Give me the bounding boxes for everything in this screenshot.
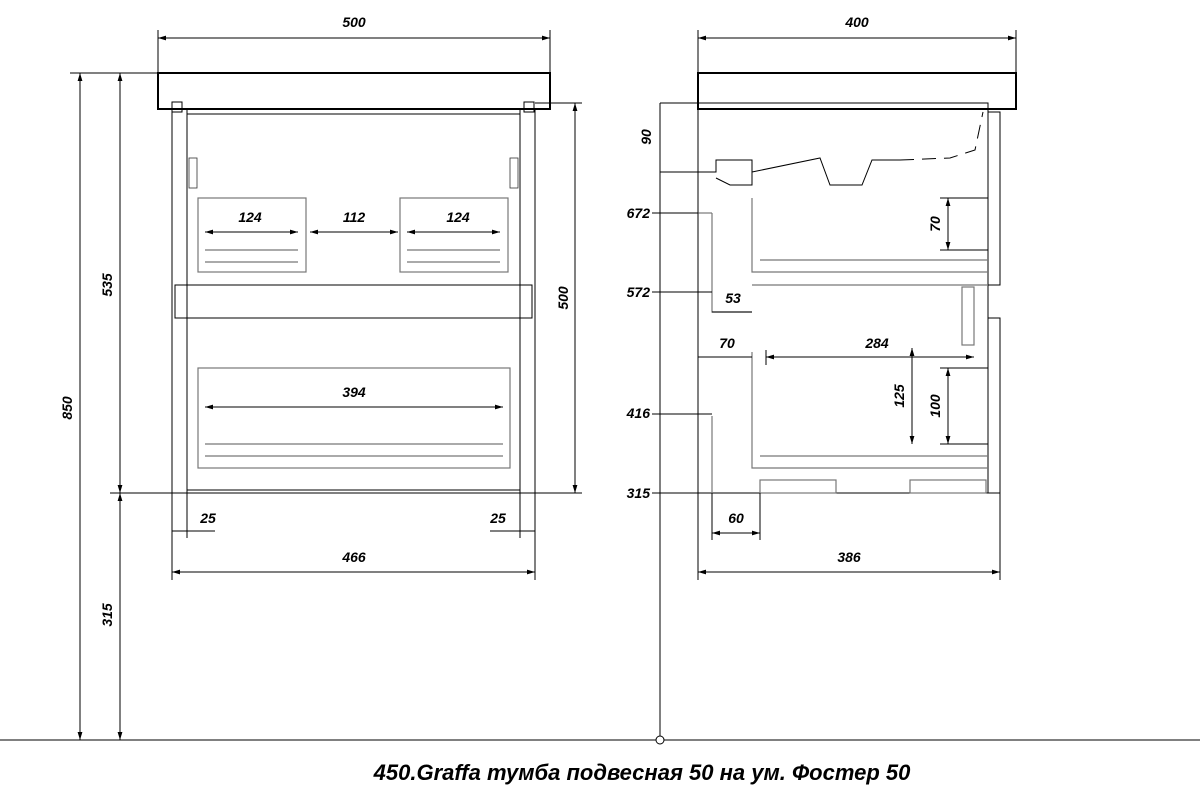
dim-side-body-depth: 386 [837,549,861,565]
upper-drawer-boxes [197,197,509,273]
side-view: 400 90 672 572 416 315 70 53 70 284 125 [626,14,1017,740]
front-sink-top [157,72,551,110]
dim-top-gap: 90 [638,129,654,145]
front-middle-rail [174,284,533,319]
level-672: 672 [627,205,651,221]
dim-53: 53 [725,290,741,306]
dim-284: 284 [864,335,889,351]
dim-front-width: 500 [342,14,366,30]
dim-upper-mid: 112 [343,209,366,225]
side-cabinet-body [697,102,989,494]
dim-upper-drawer-height: 70 [927,216,943,232]
dim-offset-right: 25 [489,510,506,526]
reference-point [655,735,665,745]
dim-cabinet-height: 535 [99,273,115,297]
front-view: 500 850 535 315 500 124 112 124 394 [59,14,582,740]
dim-lower-inner: 394 [342,384,366,400]
dim-door-height: 500 [555,286,571,310]
dim-upper-left: 124 [238,209,262,225]
dim-60: 60 [728,510,744,526]
lower-drawer-box [197,367,511,469]
level-572: 572 [627,284,651,300]
dim-upper-right: 124 [446,209,470,225]
dim-100: 100 [927,394,943,418]
dim-70-left: 70 [719,335,735,351]
side-sink-top [697,72,1017,110]
dim-side-depth: 400 [844,14,869,30]
level-315: 315 [627,485,651,501]
siphon-outline [698,157,900,186]
dim-bottom-gap: 315 [99,603,115,627]
level-416: 416 [626,405,651,421]
drawing-title: 450.Graffa тумба подвесная 50 на ум. Фос… [373,760,911,785]
dim-125: 125 [891,384,907,408]
front-cabinet-body [171,108,536,494]
dim-offset-left: 25 [199,510,216,526]
dim-body-width: 466 [341,549,366,565]
front-lower-drawer [186,317,521,491]
front-upper-drawer [186,113,521,286]
dim-total-height: 850 [59,396,75,420]
